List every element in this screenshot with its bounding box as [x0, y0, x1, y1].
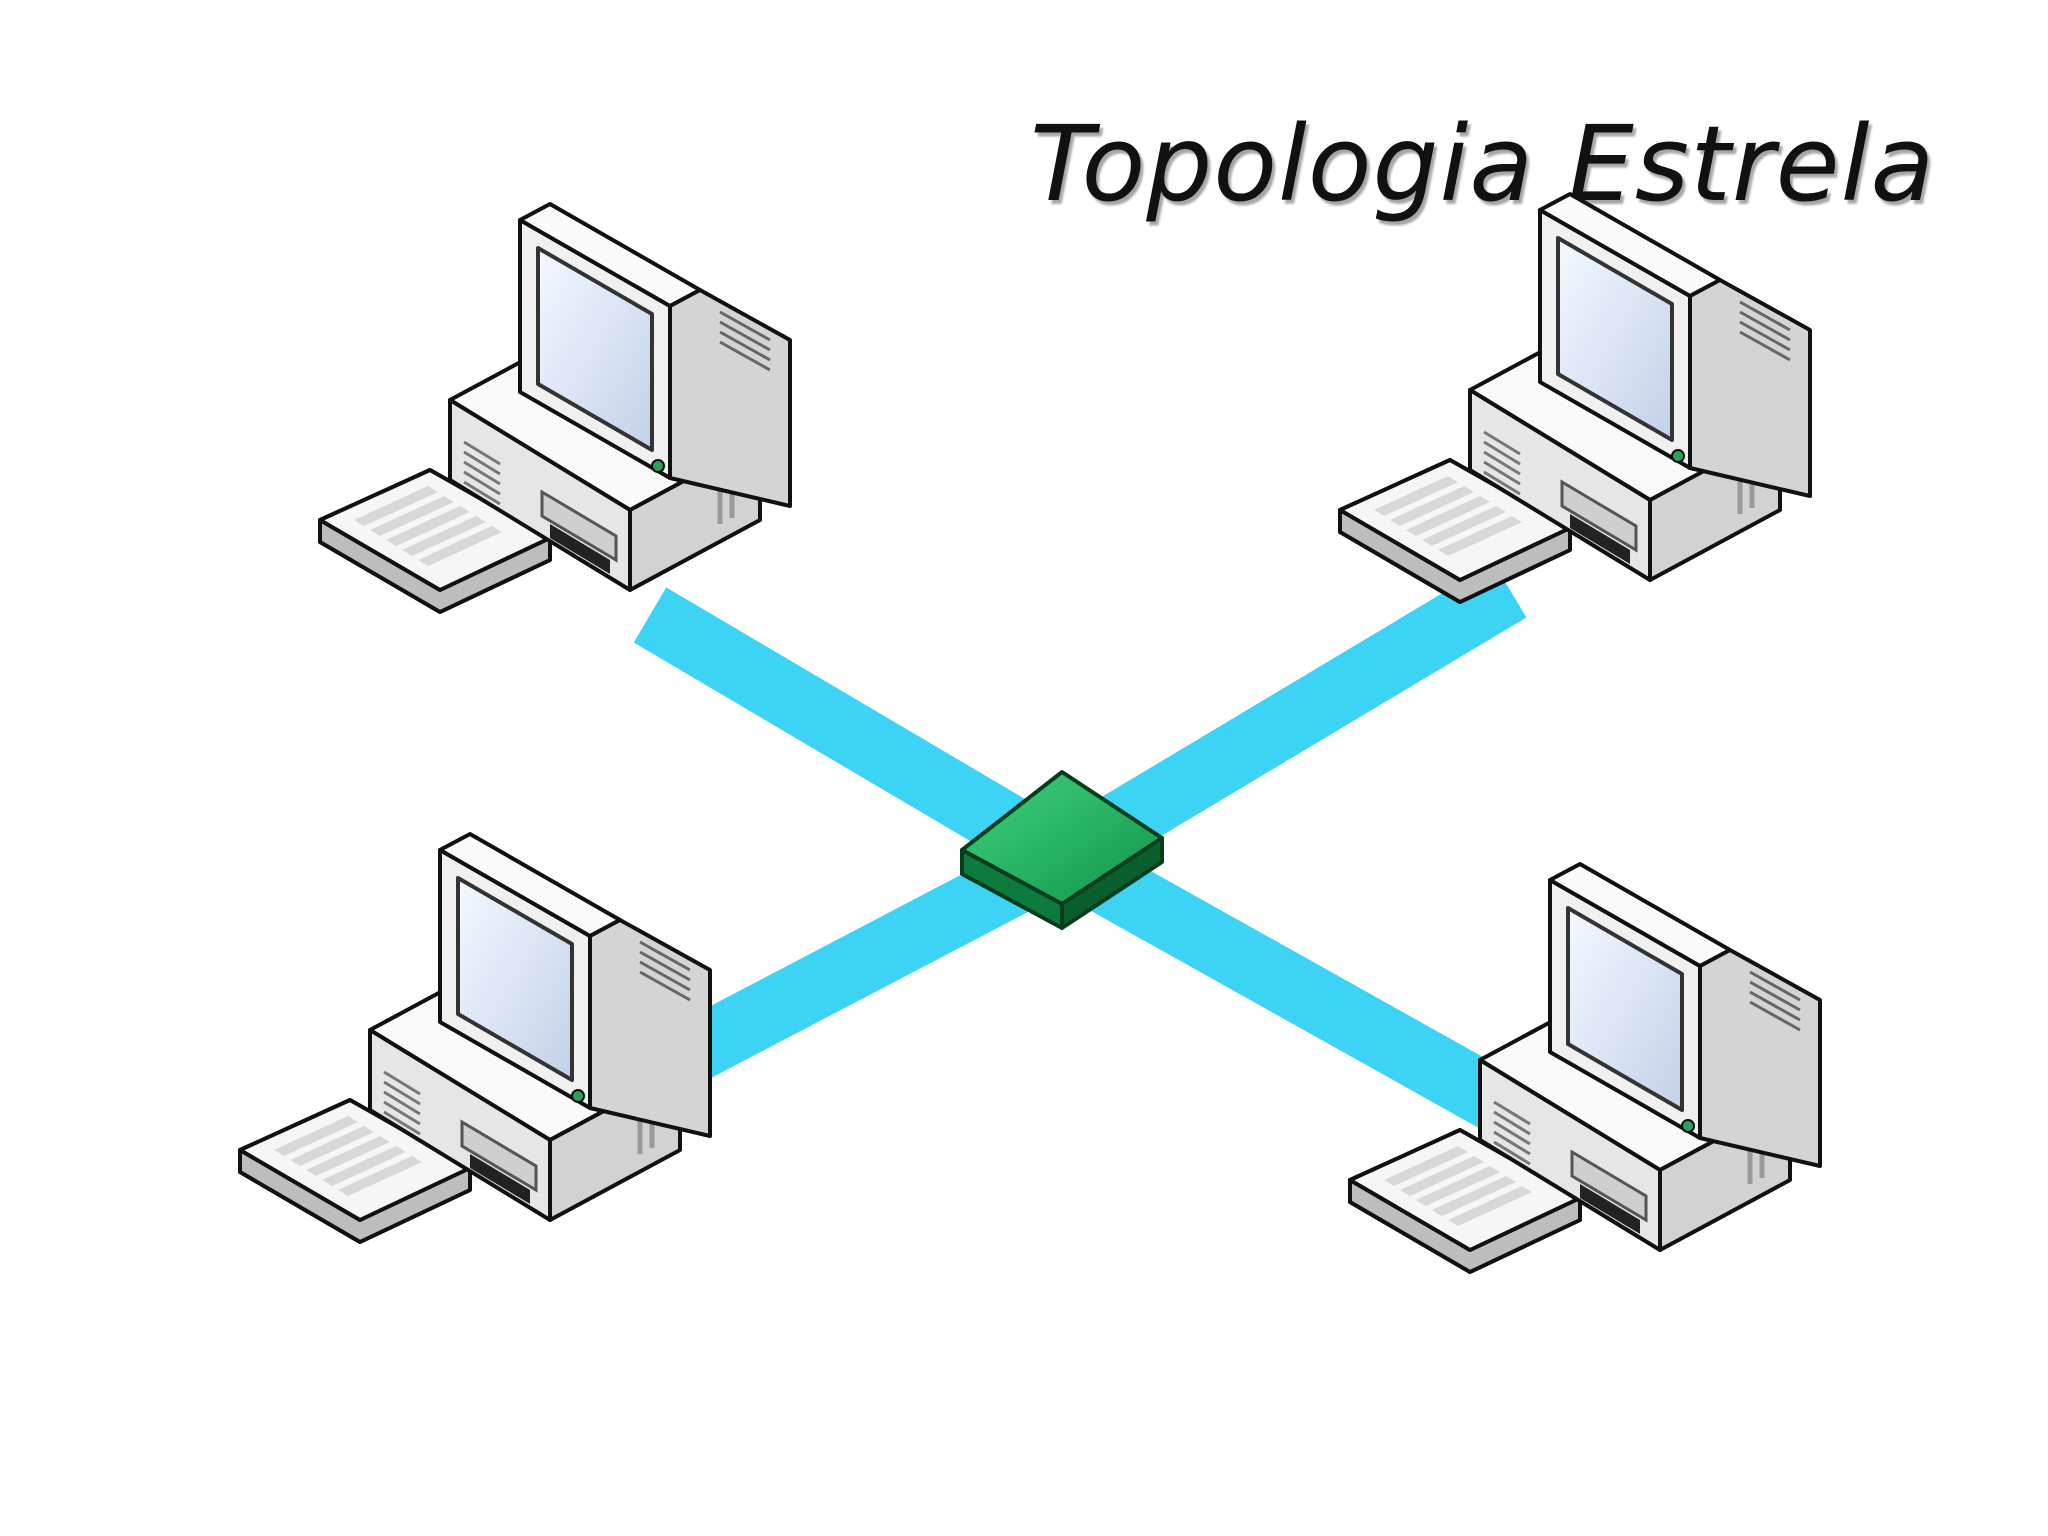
computer-top-right-desktop-computer-icon — [1340, 194, 1810, 602]
diagram-title: Topologia Estrela — [1030, 103, 1936, 225]
link-computer-top-left — [633, 587, 1079, 886]
link-computer-top-right — [1045, 562, 1527, 886]
computer-top-left-desktop-computer-icon — [320, 204, 790, 612]
computer-bottom-left-desktop-computer-icon — [240, 834, 710, 1242]
link-computer-bottom-right — [1046, 830, 1546, 1148]
computer-nodes — [240, 194, 1820, 1272]
network-switch-icon — [960, 770, 1164, 930]
